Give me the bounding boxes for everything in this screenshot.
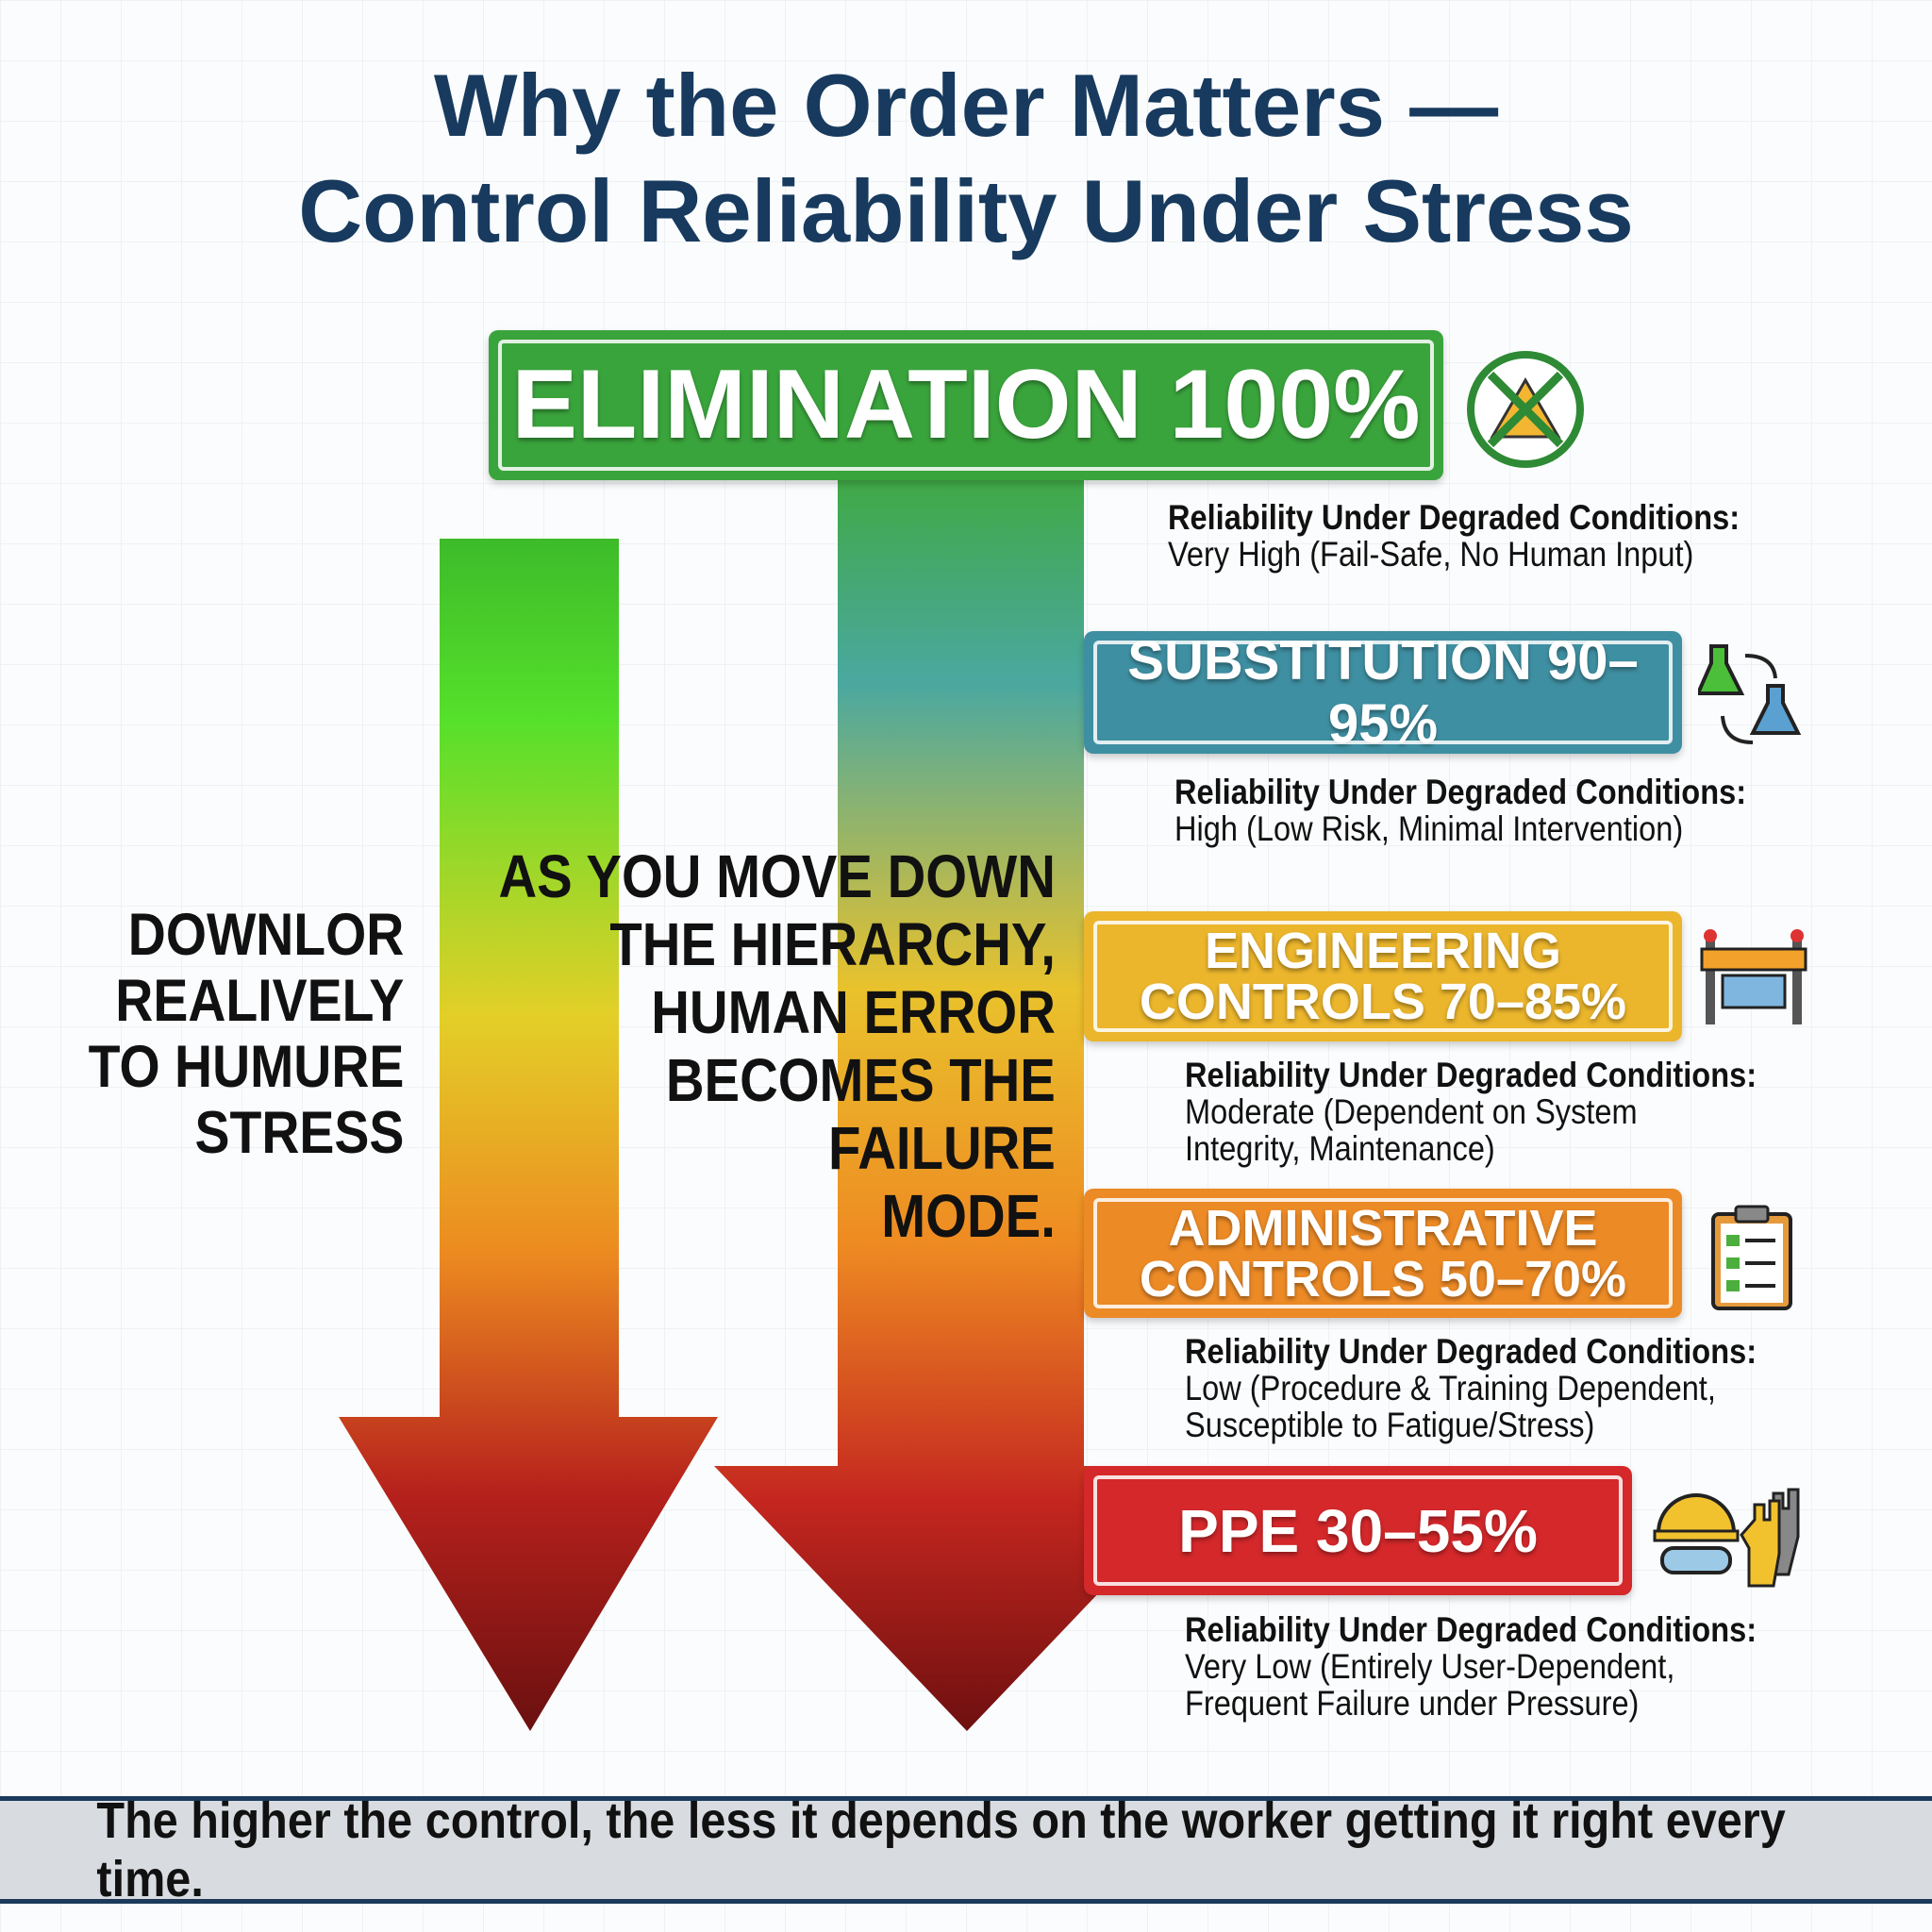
hierarchy-arrow: [714, 453, 1220, 1731]
footer-banner: The higher the control, the less it depe…: [0, 1792, 1932, 1907]
administrative-reliability: Reliability Under Degraded Conditions:Lo…: [1185, 1332, 1757, 1444]
hardhat-gloves-icon: [1653, 1486, 1813, 1594]
substitution-box: SUBSTITUTION 90–95%: [1084, 630, 1682, 755]
engineering-reliability: Reliability Under Degraded Conditions:Mo…: [1185, 1056, 1757, 1168]
left-arrow: [339, 539, 718, 1731]
elimination-reliability: Reliability Under Degraded Conditions:Ve…: [1168, 498, 1740, 574]
page-title: Why the Order Matters — Control Reliabil…: [298, 56, 1634, 260]
elimination-box: ELIMINATION 100%: [489, 330, 1443, 480]
no-hazard-icon: [1467, 351, 1584, 468]
clipboard-checklist-icon: [1709, 1203, 1794, 1317]
flask-swap-icon: [1694, 637, 1811, 755]
substitution-reliability: Reliability Under Degraded Conditions:Hi…: [1174, 773, 1747, 848]
ppe-reliability: Reliability Under Degraded Conditions:Ve…: [1185, 1610, 1757, 1723]
barrier-icon: [1698, 926, 1809, 1035]
ppe-box: PPE 30–55%: [1084, 1466, 1632, 1595]
